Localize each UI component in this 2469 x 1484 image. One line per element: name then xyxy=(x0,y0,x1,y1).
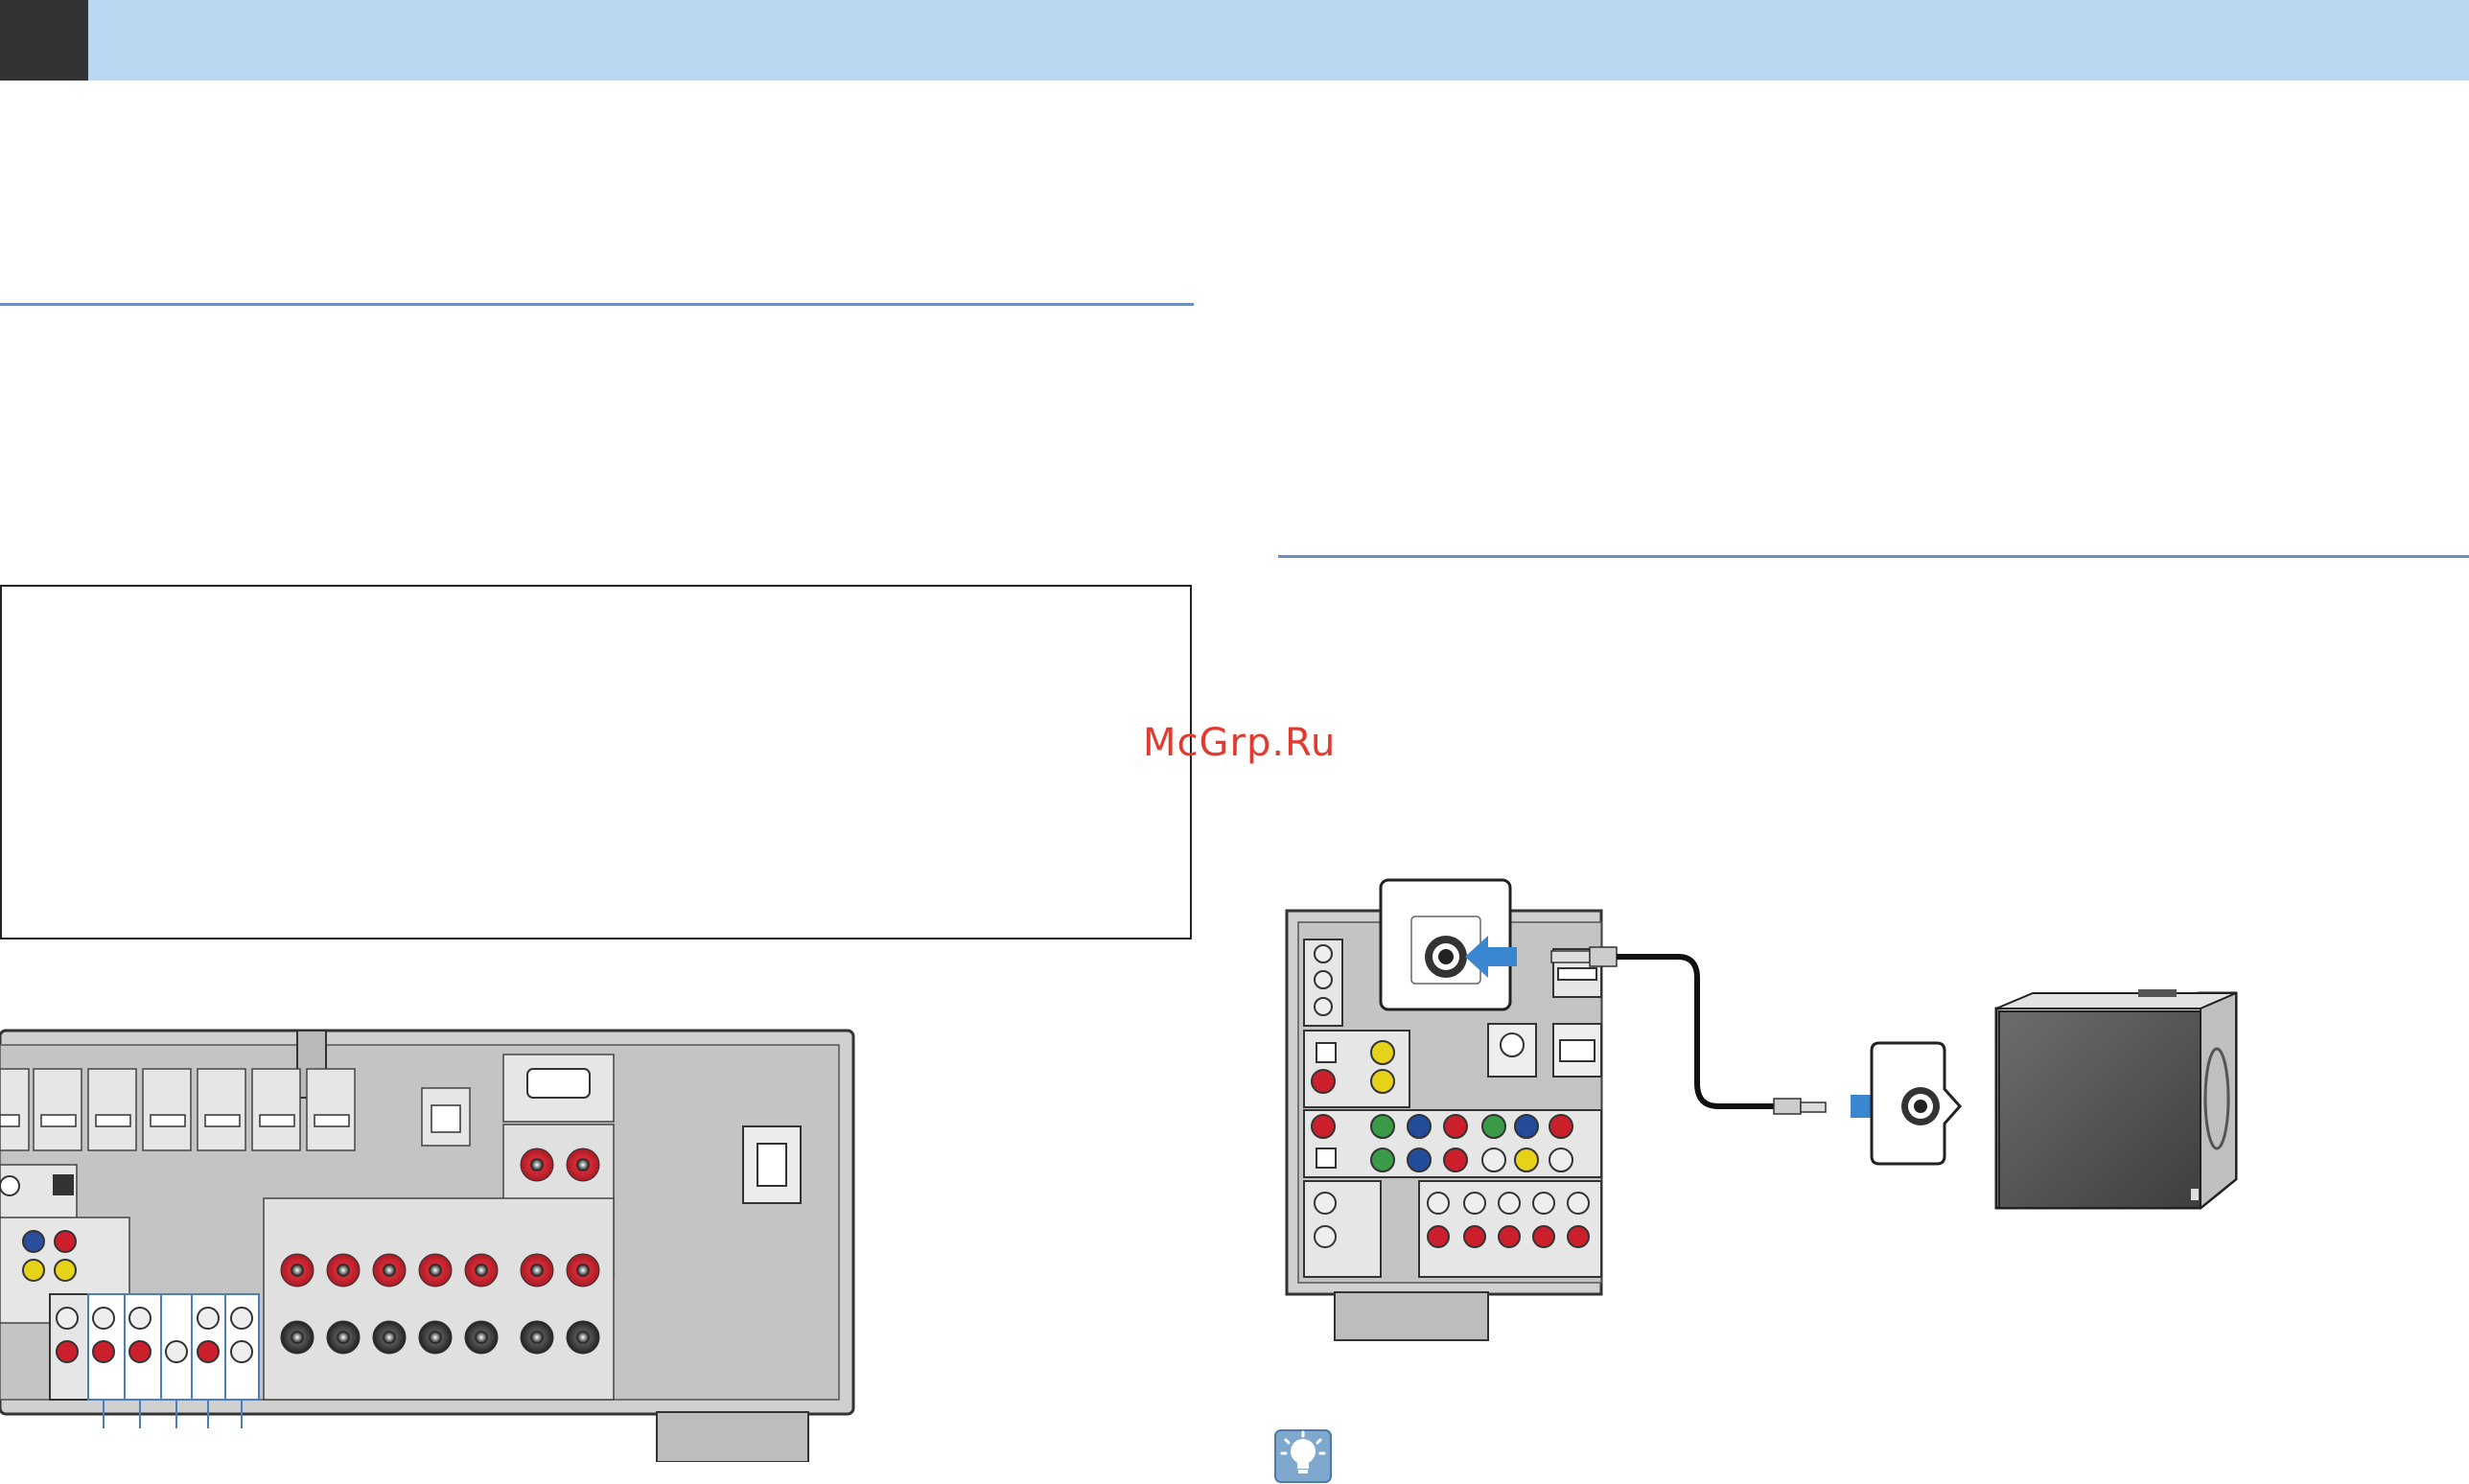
lightbulb-icon xyxy=(1274,1429,1332,1483)
note-box xyxy=(0,585,1192,939)
receiver-rear-panel-illustration xyxy=(0,1029,855,1462)
chapter-header-band xyxy=(0,0,2469,81)
watermark: McGrp.Ru xyxy=(1143,721,1337,765)
chapter-marker xyxy=(0,0,88,81)
section-rule-left xyxy=(0,303,1194,306)
subwoofer-connection-illustration xyxy=(1285,878,2238,1341)
section-rule-right xyxy=(1278,555,2469,558)
